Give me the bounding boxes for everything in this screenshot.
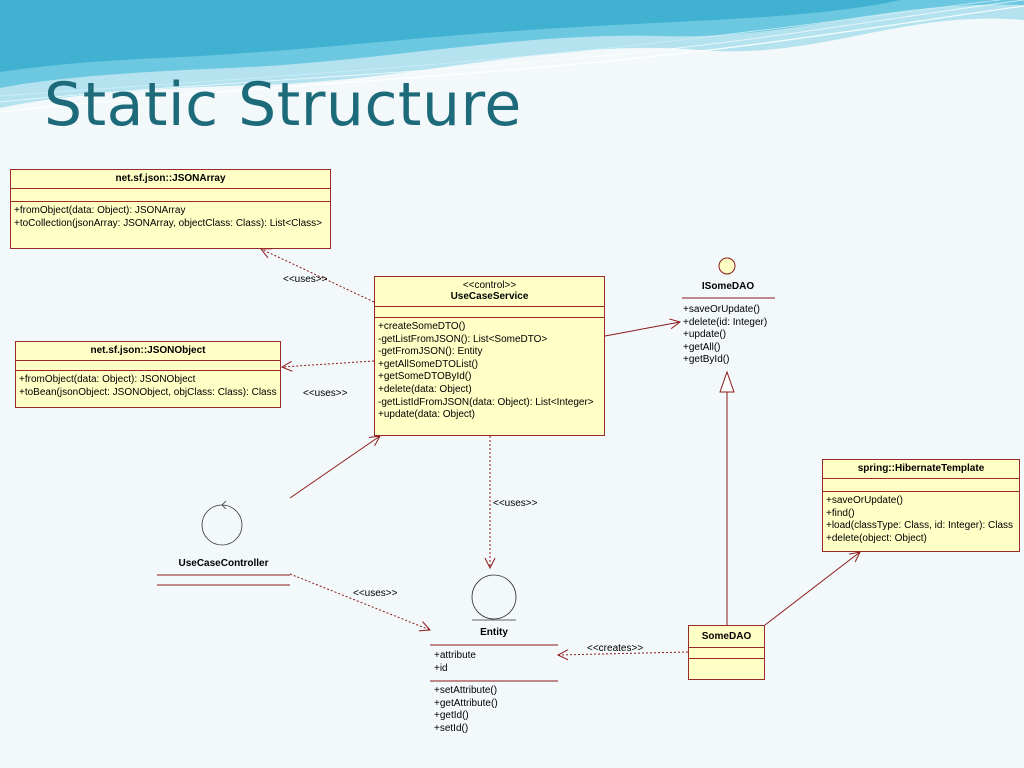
attributes-compartment <box>823 479 1019 492</box>
class-usecaseservice: <<control>> UseCaseService +createSomeDT… <box>374 276 605 436</box>
operation: +load(classType: Class, id: Integer): Cl… <box>826 520 1014 532</box>
attributes-compartment <box>689 648 764 659</box>
slide-title: Static Structure <box>44 70 522 140</box>
realization-triangle <box>719 370 735 393</box>
class-jsonarray: net.sf.json::JSONArray +fromObject(data:… <box>10 169 331 249</box>
assoc-controller-service <box>289 436 380 499</box>
operation: +delete(object: Object) <box>826 532 927 544</box>
operation: +fromObject(data: Object): JSONObject <box>19 374 196 385</box>
operation: +getById() <box>683 354 730 366</box>
operation: +setAttribute() <box>434 685 498 696</box>
label-uses: <<uses>> <box>493 498 538 509</box>
class-name: spring::HibernateTemplate <box>823 460 1019 479</box>
controller-name: UseCaseController <box>178 558 269 569</box>
dep-controller-entity <box>289 573 430 630</box>
dep-service-jsonarray <box>261 249 375 303</box>
operation: +saveOrUpdate() <box>683 304 760 315</box>
entity-attributes: +attribute +id <box>434 650 476 675</box>
label-uses: <<uses>> <box>283 274 328 285</box>
label-creates: <<creates>> <box>587 643 644 654</box>
operation: +update() <box>683 329 727 341</box>
class-hibernatetemplate: spring::HibernateTemplate +saveOrUpdate(… <box>822 459 1020 552</box>
operation: +delete(data: Object) <box>378 383 472 395</box>
operation: +saveOrUpdate() <box>826 495 903 506</box>
operation: +toCollection(jsonArray: JSONArray, obje… <box>14 217 322 229</box>
class-name: net.sf.json::JSONArray <box>11 170 330 189</box>
dep-service-jsonobject <box>282 360 375 367</box>
attributes-compartment <box>11 189 330 202</box>
class-name: UseCaseService <box>450 291 529 302</box>
attributes-compartment <box>16 361 280 371</box>
operations-compartment: +fromObject(data: Object): JSONArray +to… <box>11 202 330 230</box>
operation: +find() <box>826 507 855 519</box>
class-name: SomeDAO <box>689 626 764 648</box>
operations-compartment: +createSomeDTO() -getListFromJSON(): Lis… <box>375 318 604 422</box>
interface-name: ISomeDAO <box>701 281 755 292</box>
assoc-service-isomedao <box>604 322 680 337</box>
class-name: net.sf.json::JSONObject <box>16 342 280 361</box>
operation: +createSomeDTO() <box>378 321 466 332</box>
entity-icon <box>471 574 517 621</box>
attribute: +id <box>434 662 448 674</box>
operation: +toBean(jsonObject: JSONObject, objClass… <box>19 386 277 398</box>
operation: +getId() <box>434 710 469 722</box>
assoc-somedao-hibernate <box>764 552 860 626</box>
operation: +getAll() <box>683 341 721 353</box>
operation: +update(data: Object) <box>378 409 476 421</box>
operation: +getAllSomeDTOList() <box>378 358 479 370</box>
operation: -getFromJSON(): Entity <box>378 346 483 358</box>
interface-icon <box>718 257 736 275</box>
class-somedao: SomeDAO <box>688 625 765 680</box>
operations-compartment: +saveOrUpdate() +find() +load(classType:… <box>823 492 1019 545</box>
operation: +delete(id: Integer) <box>683 316 768 328</box>
interface-operations: +saveOrUpdate() +delete(id: Integer) +up… <box>683 304 767 367</box>
dep-somedao-entity <box>558 652 689 655</box>
class-jsonobject: net.sf.json::JSONObject +fromObject(data… <box>15 341 281 408</box>
entity-name: Entity <box>480 627 508 638</box>
operation: -getListFromJSON(): List<SomeDTO> <box>378 333 548 345</box>
operations-compartment: +fromObject(data: Object): JSONObject +t… <box>16 371 280 399</box>
operation: +setId() <box>434 722 469 734</box>
stereotype: <<control>> <box>462 280 517 291</box>
operation: +fromObject(data: Object): JSONArray <box>14 205 186 216</box>
attribute: +attribute <box>434 650 476 661</box>
control-icon <box>201 500 243 546</box>
attributes-compartment <box>375 307 604 318</box>
class-header: <<control>> UseCaseService <box>375 277 604 307</box>
operation: +getSomeDTOById() <box>378 371 472 383</box>
label-uses: <<uses>> <box>353 588 398 599</box>
operation: +getAttribute() <box>434 697 498 709</box>
entity-operations: +setAttribute() +getAttribute() +getId()… <box>434 685 498 735</box>
label-uses: <<uses>> <box>303 388 348 399</box>
operation: -getListIdFromJSON(data: Object): List<I… <box>378 396 594 408</box>
header-waves <box>0 0 1024 113</box>
